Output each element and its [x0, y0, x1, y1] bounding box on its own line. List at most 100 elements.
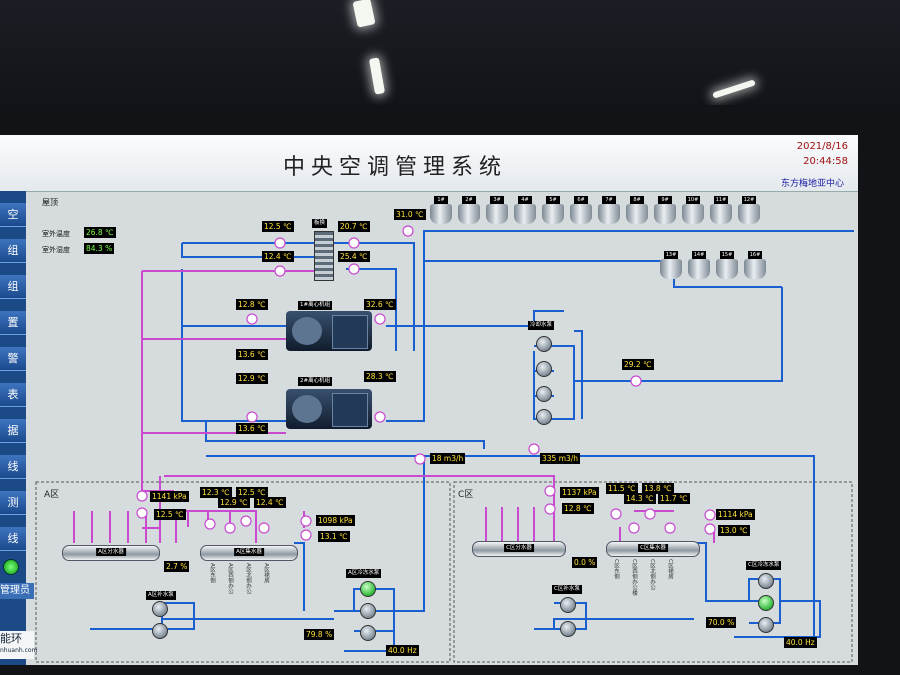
zone-c-ret-pressure: 1114 kPa: [716, 509, 755, 520]
zone-a-branch-temp-1: 12.3 ℃: [200, 487, 232, 498]
sidebar-item-9[interactable]: 线: [0, 527, 26, 551]
sidebar-item-4[interactable]: 警: [0, 347, 26, 371]
zone-a-branch-temp-4: 12.4 ℃: [254, 497, 286, 508]
time-display: 20:44:58: [803, 156, 848, 167]
zone-c-makeup-label: C区补水泵: [552, 585, 582, 594]
roof-label: 屋顶: [42, 198, 58, 207]
zone-a-branch-name-2: A区西侧办公: [227, 563, 233, 595]
zone-a-branch-temp-2: 12.9 ℃: [218, 497, 250, 508]
hx-temp-2: 20.7 ℃: [338, 221, 370, 232]
company-logo: 能环 nhuanh.com: [0, 631, 37, 659]
zone-c-label: C区: [458, 490, 474, 500]
zone-a-label: A区: [44, 490, 60, 500]
zone-a-pump-label: A区冷冻水泵: [346, 569, 382, 578]
tower-label: 4#: [518, 196, 532, 204]
cooling-tower-1: 1#: [430, 196, 452, 226]
tower-label: 10#: [686, 196, 700, 204]
outdoor-hum-label: 室外湿度: [42, 246, 70, 254]
zone-a-branch-name-1: A区东侧: [209, 563, 215, 584]
sidebar-item-2[interactable]: 组: [0, 275, 26, 299]
cooling-tower-9: 9#: [654, 196, 676, 226]
zone-a-pressure: 1141 kPa: [150, 491, 189, 502]
logo-main: 能环: [0, 632, 22, 645]
flow-meter-1: 18 m3/h: [430, 453, 466, 464]
tower-label: 9#: [658, 196, 672, 204]
chiller1-evap-in: 12.8 ℃: [236, 299, 268, 310]
hx-temp-4: 25.4 ℃: [338, 251, 370, 262]
zone-c-collector: C区集水器: [606, 541, 700, 557]
tower-label: 16#: [748, 251, 762, 259]
cooling-tower-12: 12#: [738, 196, 760, 226]
tower-label: 1#: [434, 196, 448, 204]
system-diagram: 屋顶 室外温度 26.8 ℃ 室外湿度 84.3 % 板换 12.5 ℃ 20.…: [34, 191, 858, 665]
zone-a-pump-pct: 79.8 %: [304, 629, 335, 640]
zone-a-freq: 40.0 Hz: [386, 645, 419, 656]
site-name: 东方梅地亚中心: [780, 179, 844, 189]
sidebar-item-3[interactable]: 置: [0, 311, 26, 335]
ceiling-light: [368, 57, 386, 95]
sidebar-item-6[interactable]: 据: [0, 419, 26, 443]
zone-a-chw-pump-1[interactable]: [360, 581, 376, 597]
cooling-tower-6: 6#: [570, 196, 592, 226]
zone-a-makeup-label: A区补水泵: [146, 591, 176, 600]
zone-c-pressure: 1137 kPa: [560, 487, 599, 498]
cooling-pump-3[interactable]: [536, 386, 552, 402]
sidebar-item-0[interactable]: 空: [0, 203, 26, 227]
outdoor-hum-value: 84.3 %: [84, 243, 115, 254]
cooling-pump-2[interactable]: [536, 361, 552, 377]
zone-c-makeup-pump-2[interactable]: [560, 621, 576, 637]
cooling-return-temp: 29.2 ℃: [622, 359, 654, 370]
zone-a-chw-pump-3[interactable]: [360, 625, 376, 641]
zone-a-temp: 12.5 ℃: [154, 509, 186, 520]
ceiling-light: [712, 79, 756, 99]
zone-a-branch-name-4: A区裙房: [263, 563, 269, 584]
zone-c-chw-pump-2[interactable]: [758, 595, 774, 611]
sidebar-admin-button[interactable]: 管理员: [0, 583, 34, 599]
zone-c-branch-temp-2: 14.3 ℃: [624, 493, 656, 504]
cooling-tower-16: 16#: [744, 251, 766, 281]
zone-a-makeup-pump-1[interactable]: [152, 601, 168, 617]
tower-label: 13#: [664, 251, 678, 259]
zone-a-separator: A区分水器: [62, 545, 160, 561]
sidebar-item-5[interactable]: 表: [0, 383, 26, 407]
zone-c-temp: 12.8 ℃: [562, 503, 594, 514]
cooling-tower-3: 3#: [486, 196, 508, 226]
zone-c-ret-temp: 13.0 ℃: [718, 525, 750, 536]
tower-label: 6#: [574, 196, 588, 204]
chiller1-label: 1#离心机组: [298, 301, 333, 310]
tower-label: 7#: [602, 196, 616, 204]
flow-meter-2: 335 m3/h: [540, 453, 581, 464]
cooling-tower-11: 11#: [710, 196, 732, 226]
zone-a-collector-label: A区集水器: [234, 548, 264, 556]
zone-c-makeup-pump-1[interactable]: [560, 597, 576, 613]
cooling-tower-2: 2#: [458, 196, 480, 226]
zone-a-makeup-pump-2[interactable]: [152, 623, 168, 639]
chiller2-cond: 28.3 ℃: [364, 371, 396, 382]
sidebar-item-7[interactable]: 线: [0, 455, 26, 479]
tower-label: 2#: [462, 196, 476, 204]
cooling-pump-4[interactable]: [536, 409, 552, 425]
zone-c-branch-name-1: C区东侧: [613, 559, 619, 580]
zone-c-separator-label: C区分水器: [504, 544, 534, 552]
sidebar-item-1[interactable]: 组: [0, 239, 26, 263]
cooling-pump-1[interactable]: [536, 336, 552, 352]
zone-c-chw-pump-3[interactable]: [758, 617, 774, 633]
zone-a-ret-pressure: 1098 kPa: [316, 515, 355, 526]
zone-c-valve-pct: 0.0 %: [572, 557, 598, 568]
tower-label: 3#: [490, 196, 504, 204]
zone-a-ret-temp: 13.1 ℃: [318, 531, 350, 542]
chiller-2: [286, 389, 372, 429]
scada-screen: 中央空调管理系统 2021/8/16 20:44:58 东方梅地亚中心 空 组 …: [0, 135, 858, 665]
sidebar-item-8[interactable]: 测: [0, 491, 26, 515]
cooling-tower-10: 10#: [682, 196, 704, 226]
zone-a-valve-pct: 2.7 %: [164, 561, 190, 572]
zone-a-branch-name-3: A区北侧办公: [245, 563, 251, 595]
zone-a-chw-pump-2[interactable]: [360, 603, 376, 619]
zone-a-branch-temp-3: 12.5 ℃: [236, 487, 268, 498]
cooling-tower-14: 14#: [688, 251, 710, 281]
zone-c-chw-pump-1[interactable]: [758, 573, 774, 589]
zone-c-branch-name-2: C区西侧办公楼: [631, 559, 637, 596]
pipe-network: [35, 225, 854, 663]
outdoor-temp-label: 室外温度: [42, 230, 70, 238]
hx-temp-1: 12.5 ℃: [262, 221, 294, 232]
